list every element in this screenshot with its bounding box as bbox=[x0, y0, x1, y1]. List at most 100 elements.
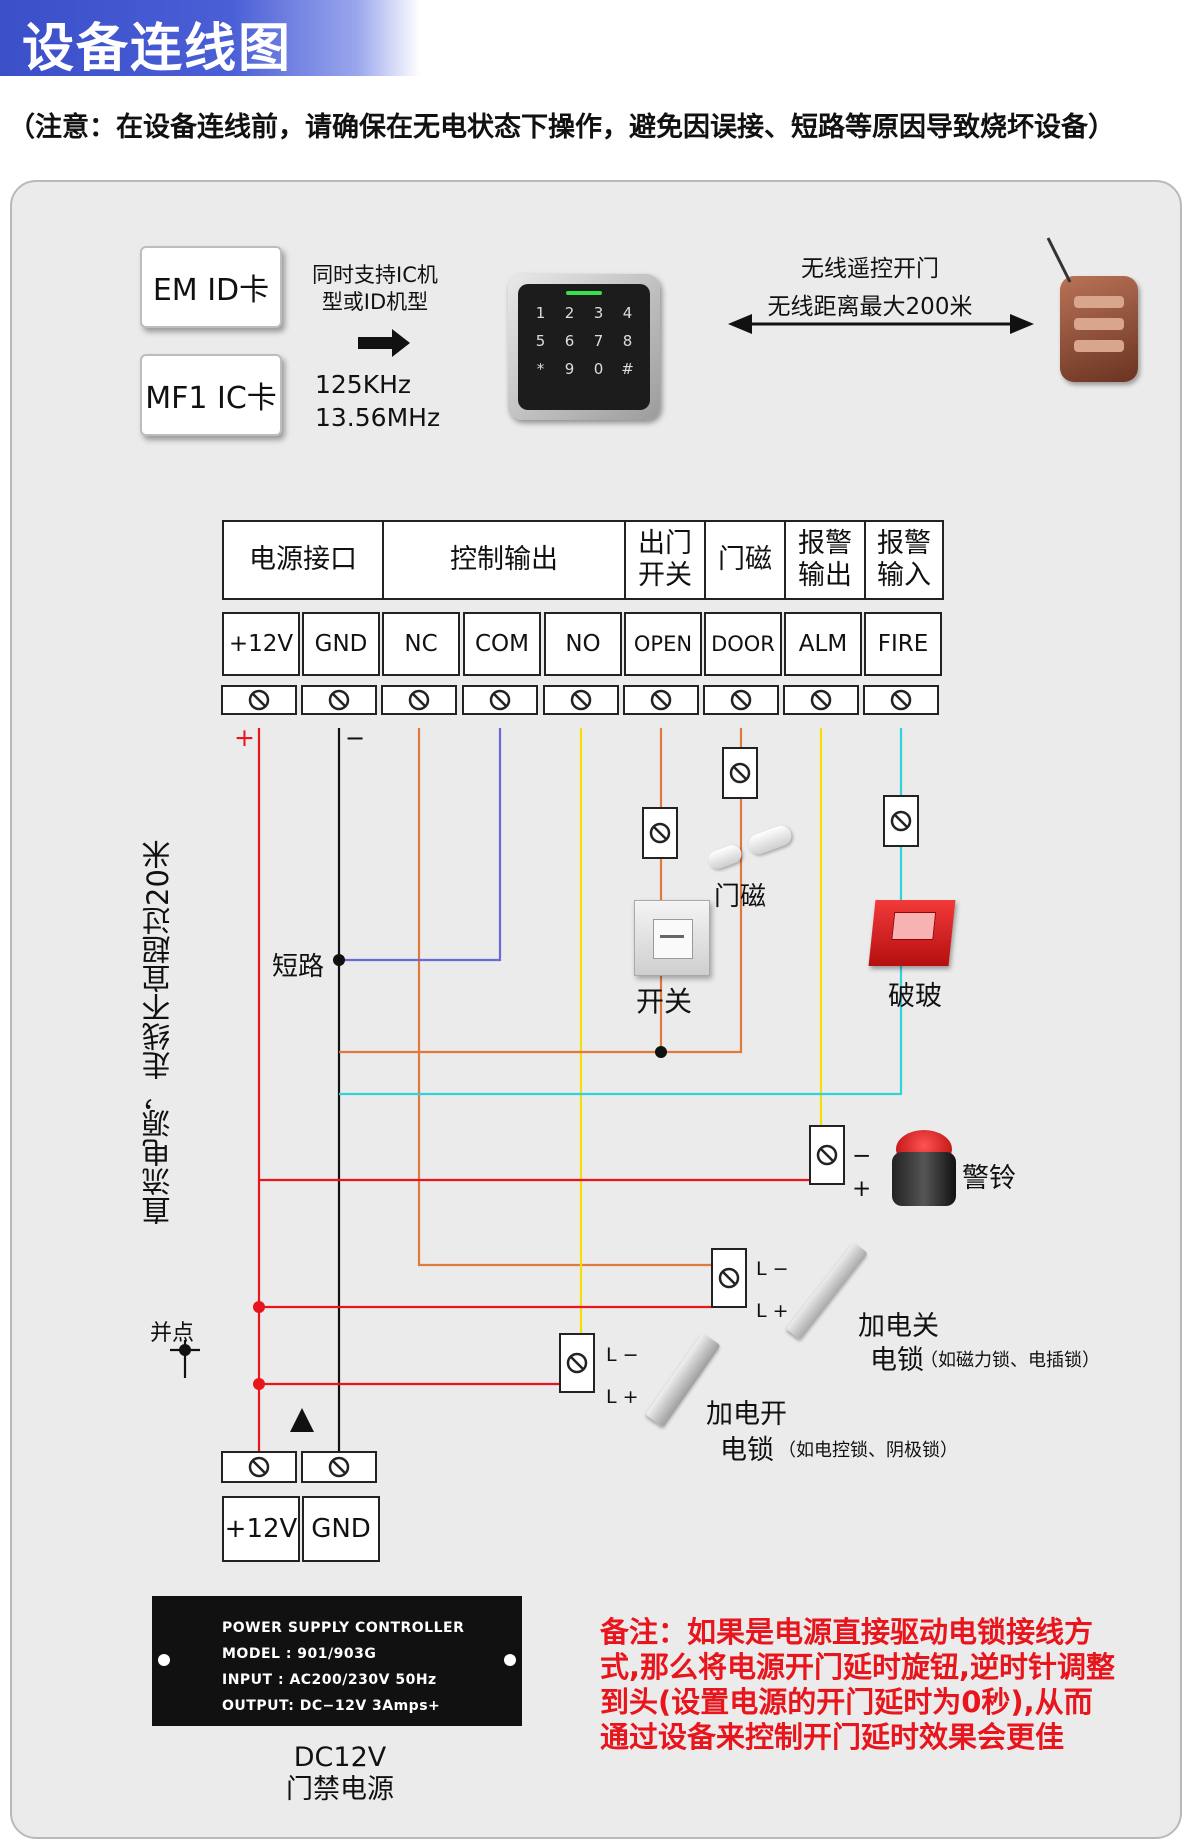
diagram-panel bbox=[10, 180, 1182, 1839]
siren-minus: − bbox=[852, 1143, 872, 1169]
antenna-icon bbox=[1046, 237, 1072, 283]
power-terminal-12v: +12V bbox=[222, 1496, 300, 1562]
key: 9 bbox=[564, 360, 575, 378]
terminal-screw bbox=[301, 685, 377, 715]
key: 8 bbox=[622, 332, 633, 350]
key: 4 bbox=[622, 304, 633, 322]
page-title: 设备连线图 bbox=[22, 19, 293, 79]
terminal-label: GND bbox=[302, 612, 380, 676]
header-banner bbox=[0, 0, 420, 76]
terminal-label: NO bbox=[544, 612, 622, 676]
lock2-l-plus: L + bbox=[606, 1386, 639, 1408]
lock1-label: 加电关 bbox=[858, 1311, 939, 1342]
wire-door bbox=[339, 798, 743, 1054]
terminal-label: ALM bbox=[784, 612, 862, 676]
power-supply-plate: POWER SUPPLY CONTROLLER MODEL : 901/903G… bbox=[152, 1596, 522, 1726]
psu-screw bbox=[504, 1654, 516, 1666]
plus-mark: + bbox=[234, 723, 255, 752]
door-magnet-label: 门磁 bbox=[714, 882, 767, 912]
wire-nc bbox=[417, 728, 712, 1267]
key: 3 bbox=[593, 304, 604, 322]
lock1-note: （如磁力锁、电插锁） bbox=[920, 1350, 1100, 1371]
break-glass-label: 破玻 bbox=[888, 981, 942, 1012]
wireless-text: 无线遥控开门无线距离最大200米 bbox=[767, 256, 973, 320]
door-magnet-terminal bbox=[722, 747, 758, 799]
lock1-terminal bbox=[711, 1248, 747, 1308]
junction-dot bbox=[655, 1046, 667, 1058]
remark-text: 备注：如果是电源直接驱动电锁接线方式,那么将电源开门延时旋钮,逆时针调整到头(设… bbox=[600, 1615, 1116, 1754]
terminal-label: OPEN bbox=[624, 612, 702, 676]
parallel-junction-dot bbox=[253, 1378, 265, 1390]
minus-mark: − bbox=[345, 724, 366, 752]
remote-control-icon bbox=[1060, 276, 1138, 382]
exit-button-icon bbox=[634, 900, 710, 976]
group-control: 控制输出 bbox=[382, 520, 626, 600]
lock1-l-minus: L − bbox=[756, 1258, 789, 1280]
mf1-ic-card: MF1 IC卡 bbox=[140, 354, 282, 436]
group-exit: 出门 开关 bbox=[624, 520, 706, 600]
key: # bbox=[621, 360, 634, 378]
group-power: 电源接口 bbox=[222, 520, 384, 600]
status-led bbox=[566, 291, 602, 295]
power-screw bbox=[301, 1451, 377, 1483]
support-text: 同时支持IC机型或ID机型 bbox=[312, 263, 438, 314]
parallel-junction-dot bbox=[253, 1301, 265, 1313]
terminal-screw bbox=[462, 685, 538, 715]
lock2-label: 加电开 bbox=[706, 1399, 787, 1430]
junction-label: 并点 bbox=[150, 1321, 195, 1346]
key: 6 bbox=[564, 332, 575, 350]
psu-line: MODEL : 901/903G bbox=[222, 1646, 377, 1662]
siren-plus: + bbox=[852, 1176, 872, 1202]
junction-symbol-dot bbox=[179, 1344, 191, 1356]
terminal-screw bbox=[783, 685, 859, 715]
group-alarm-out: 报警 输出 bbox=[784, 520, 866, 600]
siren-icon bbox=[892, 1130, 956, 1210]
key: 0 bbox=[593, 360, 604, 378]
break-glass-terminal bbox=[883, 795, 919, 847]
switch-label: 开关 bbox=[636, 985, 693, 1018]
power-terminal-gnd: GND bbox=[302, 1496, 380, 1562]
wire-com bbox=[339, 728, 502, 962]
terminal-screw bbox=[221, 685, 297, 715]
siren-terminal bbox=[809, 1125, 845, 1185]
terminal-label: FIRE bbox=[864, 612, 942, 676]
group-alarm-in: 报警 输入 bbox=[864, 520, 944, 600]
short-label: 短路 bbox=[272, 952, 325, 982]
lock2-terminal bbox=[559, 1333, 595, 1393]
psu-line: OUTPUT: DC−12V 3Amps+ bbox=[222, 1698, 441, 1714]
up-arrow-icon bbox=[290, 1408, 314, 1432]
key: * bbox=[536, 360, 545, 378]
short-junction-dot bbox=[333, 954, 345, 966]
vertical-note: 直流电源，走线不宜超过20米 bbox=[141, 840, 175, 1225]
terminal-screw bbox=[543, 685, 619, 715]
terminal-screw bbox=[863, 685, 939, 715]
terminal-label: +12V bbox=[222, 612, 300, 676]
lock2-note: （如电控锁、阴极锁） bbox=[778, 1440, 958, 1461]
double-arrow-icon bbox=[728, 314, 1034, 334]
psu-screw bbox=[158, 1654, 170, 1666]
terminal-label: COM bbox=[463, 612, 541, 676]
exit-switch-terminal bbox=[642, 807, 678, 859]
terminal-screw bbox=[623, 685, 699, 715]
break-glass-icon bbox=[868, 900, 956, 966]
arrow-icon bbox=[358, 329, 410, 357]
key: 5 bbox=[535, 332, 546, 350]
terminal-screw bbox=[703, 685, 779, 715]
warning-note: （注意：在设备连线前，请确保在无电状态下操作，避免因误接、短路等原因导致烧坏设备… bbox=[8, 112, 1115, 143]
psu-line: POWER SUPPLY CONTROLLER bbox=[222, 1620, 465, 1636]
lock1-label-b: 电锁 bbox=[870, 1345, 924, 1376]
lock1-l-plus: L + bbox=[756, 1300, 789, 1322]
wire-fire bbox=[339, 966, 903, 1096]
terminal-label: DOOR bbox=[704, 612, 782, 676]
terminal-screw bbox=[381, 685, 457, 715]
key: 2 bbox=[564, 304, 575, 322]
em-id-card: EM ID卡 bbox=[140, 246, 282, 328]
group-door: 门磁 bbox=[704, 520, 786, 600]
lock2-l-minus: L − bbox=[606, 1344, 639, 1366]
terminal-label: NC bbox=[382, 612, 460, 676]
